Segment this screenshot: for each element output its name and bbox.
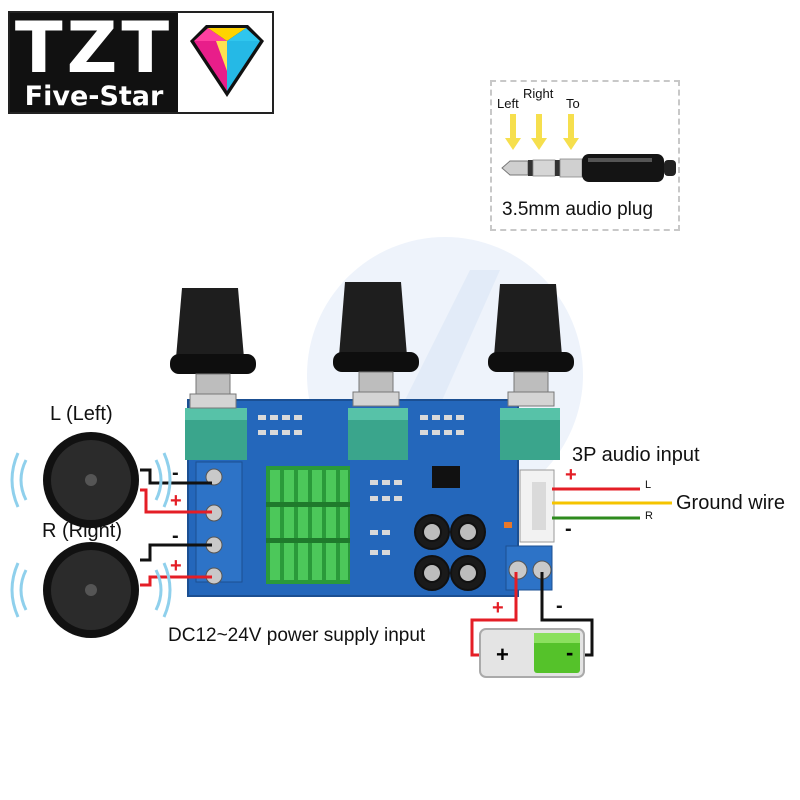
power-plus-mark: +	[492, 597, 504, 619]
plug-label-to: To	[566, 96, 580, 111]
plug-caption: 3.5mm audio plug	[502, 199, 654, 220]
logo-background	[10, 13, 178, 112]
power-supply-label: DC12~24V power supply input	[168, 625, 426, 646]
potentiometer-knob-icon	[170, 288, 256, 409]
audio-plug-icon	[501, 114, 676, 182]
diamond-icon	[190, 25, 264, 97]
audio-input-plus: +	[565, 464, 577, 486]
speaker-l-plus: +	[170, 490, 182, 512]
speaker-r-plus: +	[170, 555, 182, 577]
logo-text-five-star: Five-Star	[24, 81, 164, 112]
heatsink-icon	[266, 466, 350, 584]
speaker-left-label: L (Left)	[50, 403, 113, 425]
potentiometer-left	[185, 408, 247, 460]
ground-wire-label: Ground wire	[676, 492, 785, 514]
plug-label-left: Left	[497, 96, 519, 111]
battery-plus-mark: +	[496, 642, 509, 667]
power-minus-mark: -	[556, 595, 563, 617]
amplifier-board	[170, 282, 574, 597]
speaker-r-minus: -	[172, 525, 179, 547]
channel-l-label: L	[645, 479, 652, 491]
logo-text-tzt: TZT	[14, 7, 174, 89]
audio-input-label: 3P audio input	[572, 444, 700, 466]
channel-r-label: R	[645, 510, 653, 522]
audio-plug-panel	[490, 80, 680, 231]
speaker-l-minus: -	[172, 462, 179, 484]
plug-label-right: Right	[523, 86, 554, 101]
potentiometer-right	[500, 408, 560, 460]
speaker-icon	[10, 432, 172, 638]
battery-icon	[479, 628, 585, 678]
potentiometer-middle	[348, 408, 408, 460]
brand-logo: TZT Five-Star	[8, 7, 274, 114]
battery-minus-mark: -	[566, 640, 574, 665]
speaker-right-label: R (Right)	[42, 520, 123, 542]
audio-input-minus: -	[565, 518, 572, 540]
